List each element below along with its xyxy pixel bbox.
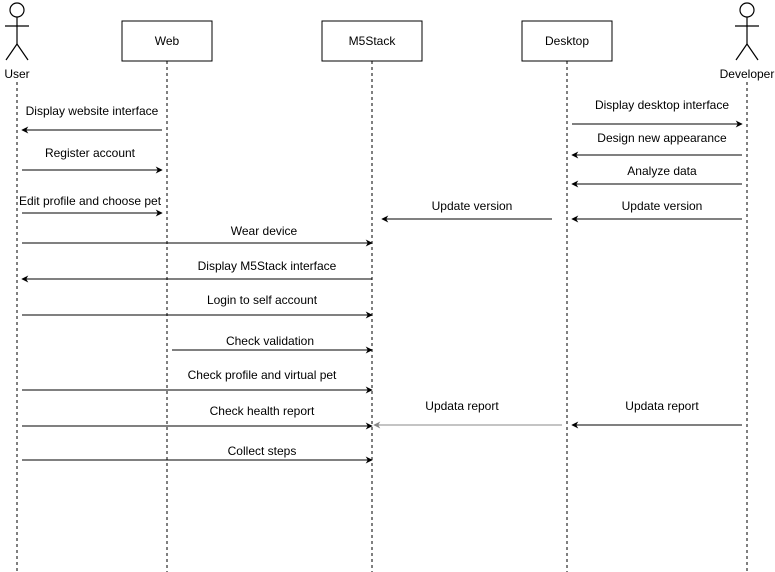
actor-user: User — [4, 2, 30, 81]
message-label: Display M5Stack interface — [198, 259, 337, 273]
participant-web: Web — [121, 20, 213, 62]
message-label: Check health report — [210, 404, 315, 418]
message: Check health report — [22, 404, 373, 430]
message-label: Collect steps — [228, 444, 297, 458]
message: Edit profile and choose pet — [19, 194, 163, 217]
message-label: Design new appearance — [597, 131, 727, 145]
message: Analyze data — [571, 164, 742, 188]
message: Design new appearance — [571, 131, 742, 159]
participant-desktop: Desktop — [521, 20, 613, 62]
message-label: Register account — [45, 146, 136, 160]
message: Update version — [571, 199, 742, 223]
message: Check validation — [172, 334, 373, 354]
participant-label-desktop: Desktop — [545, 34, 589, 48]
message: Display desktop interface — [572, 98, 743, 128]
lifelines — [16, 61, 748, 572]
message-label: Updata report — [625, 399, 699, 413]
participant-label-m5stack: M5Stack — [349, 34, 397, 48]
message-label: Analyze data — [627, 164, 697, 178]
message: Display M5Stack interface — [21, 259, 372, 283]
message: Update version — [381, 199, 552, 223]
message: Display website interface — [21, 104, 162, 134]
message-label: Updata report — [425, 399, 499, 413]
participant-m5stack: M5Stack — [321, 20, 423, 62]
user-actor-icon — [5, 2, 29, 61]
actor-label-user: User — [4, 67, 29, 81]
actor-label-developer: Developer — [720, 67, 775, 81]
message: Updata report — [373, 399, 562, 429]
message: Updata report — [571, 399, 742, 429]
message-label: Update version — [432, 199, 513, 213]
message: Login to self account — [22, 293, 373, 319]
participant-box-web — [121, 20, 213, 62]
messages: Display website interface Register accou… — [19, 98, 743, 464]
message-label: Wear device — [231, 224, 298, 238]
developer-actor-icon — [735, 2, 759, 61]
message: Register account — [22, 146, 163, 174]
participant-label-web: Web — [155, 34, 180, 48]
message: Collect steps — [22, 444, 373, 464]
message-label: Login to self account — [207, 293, 318, 307]
participant-box-desktop — [521, 20, 613, 62]
message: Wear device — [22, 224, 373, 247]
message: Check profile and virtual pet — [22, 368, 373, 394]
message-label: Edit profile and choose pet — [19, 194, 162, 208]
message-label: Check profile and virtual pet — [188, 368, 337, 382]
message-label: Check validation — [226, 334, 314, 348]
message-label: Update version — [622, 199, 703, 213]
message-label: Display desktop interface — [595, 98, 729, 112]
message-label: Display website interface — [26, 104, 159, 118]
actor-developer: Developer — [720, 2, 775, 81]
participant-box-m5stack — [321, 20, 423, 62]
